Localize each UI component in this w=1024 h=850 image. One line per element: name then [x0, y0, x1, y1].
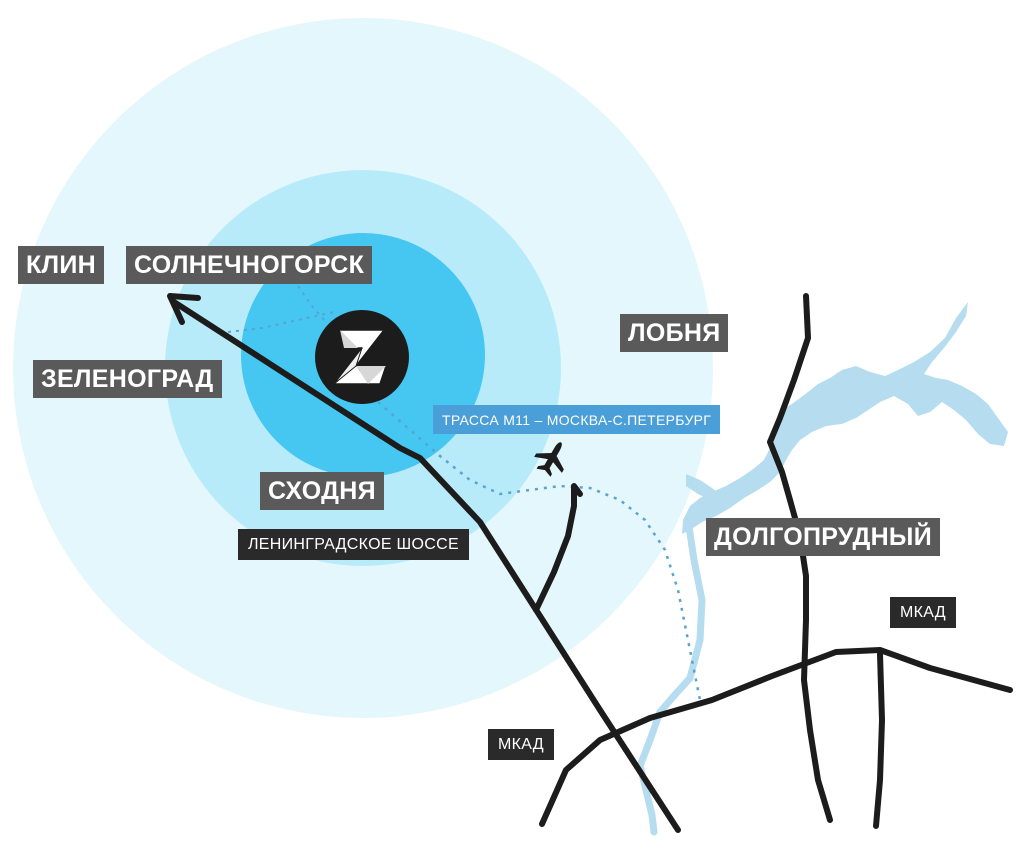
dotted-link-solnechnogorsk — [297, 285, 327, 323]
label-zelenograd: ЗЕЛЕНОГРАД — [33, 360, 222, 398]
direction-arrow-head — [167, 293, 201, 325]
label-solnechnogorsk: СОЛНЕЧНОГОРСК — [126, 246, 373, 284]
label-klin: КЛИН — [18, 246, 105, 284]
dotted-link-zelenograd — [227, 311, 335, 333]
airplane-icon — [534, 442, 564, 477]
mkad-spur-road — [873, 651, 885, 829]
water-bay — [686, 474, 722, 500]
label-dolgoprudny: ДОЛГОПРУДНЫЙ — [706, 518, 940, 556]
m11-branch-road — [533, 483, 583, 613]
label-mkad-right: МКАД — [890, 597, 956, 628]
label-lobnya: ЛОБНЯ — [620, 314, 729, 352]
water-reservoir — [682, 302, 1008, 534]
label-skhodnya: СХОДНЯ — [260, 472, 384, 510]
label-leningradskoe-shosse: ЛЕНИНГРАДСКОЕ ШОССЕ — [238, 529, 469, 560]
leningradskoe-highway — [171, 299, 681, 833]
z-logo-icon — [315, 310, 409, 404]
river — [636, 516, 706, 836]
dotted-route — [377, 401, 702, 701]
mkad-ring-road — [539, 647, 1013, 827]
dmitrovskoe-highway — [767, 293, 833, 823]
label-trassa-m11: ТРАССА М11 – МОСКВА-С.ПЕТЕРБУРГ — [433, 405, 721, 434]
label-mkad-left: МКАД — [488, 729, 554, 760]
